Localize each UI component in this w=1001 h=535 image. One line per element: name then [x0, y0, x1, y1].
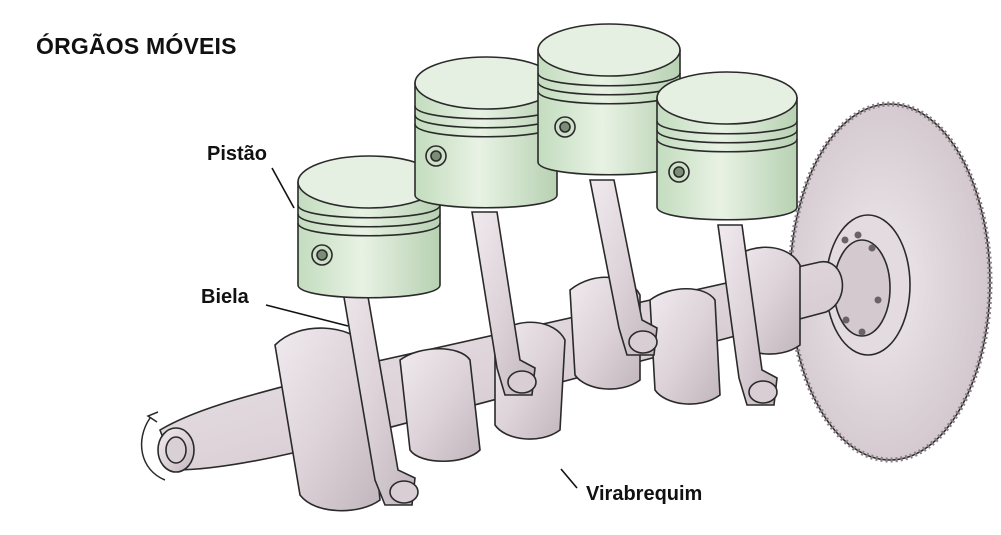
piston-2	[415, 57, 557, 208]
piston-4	[657, 72, 797, 220]
connecting-rod-label: Biela	[201, 286, 249, 309]
piston-label: Pistão	[207, 143, 267, 166]
diagram-title: ÓRGÃOS MÓVEIS	[36, 33, 237, 60]
crankshaft-label: Virabrequim	[586, 483, 702, 506]
rod-leader-line	[266, 305, 348, 326]
piston-leader-line	[272, 168, 294, 208]
crankshaft-leader-line	[561, 469, 577, 488]
